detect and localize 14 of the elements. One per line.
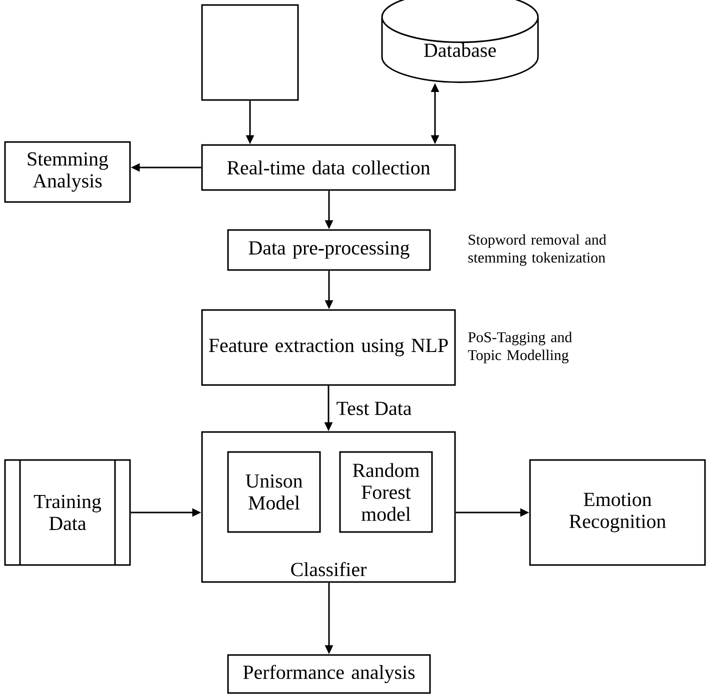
data-box: Training Data <box>4 459 131 566</box>
side-note: PoS-Tagging and Topic Modelling <box>468 332 572 364</box>
process-box: Real-time data collection <box>201 144 456 191</box>
database-cylinder: Database <box>381 0 539 83</box>
process-box: Emotion Recognition <box>529 459 706 566</box>
process-box: Performance analysis <box>227 654 431 694</box>
process-box: Feature extraction using NLP <box>201 309 456 386</box>
model-box: Unison Model <box>227 451 321 533</box>
side-note: Stopword removal and stemming tokenization <box>468 234 606 266</box>
model-box: Random Forest model <box>339 451 433 533</box>
process-box: Stemming Analysis <box>4 141 131 203</box>
process-box: Data pre-processing <box>227 229 431 271</box>
source-box <box>201 4 299 101</box>
edge-label: Test Data <box>335 400 413 416</box>
